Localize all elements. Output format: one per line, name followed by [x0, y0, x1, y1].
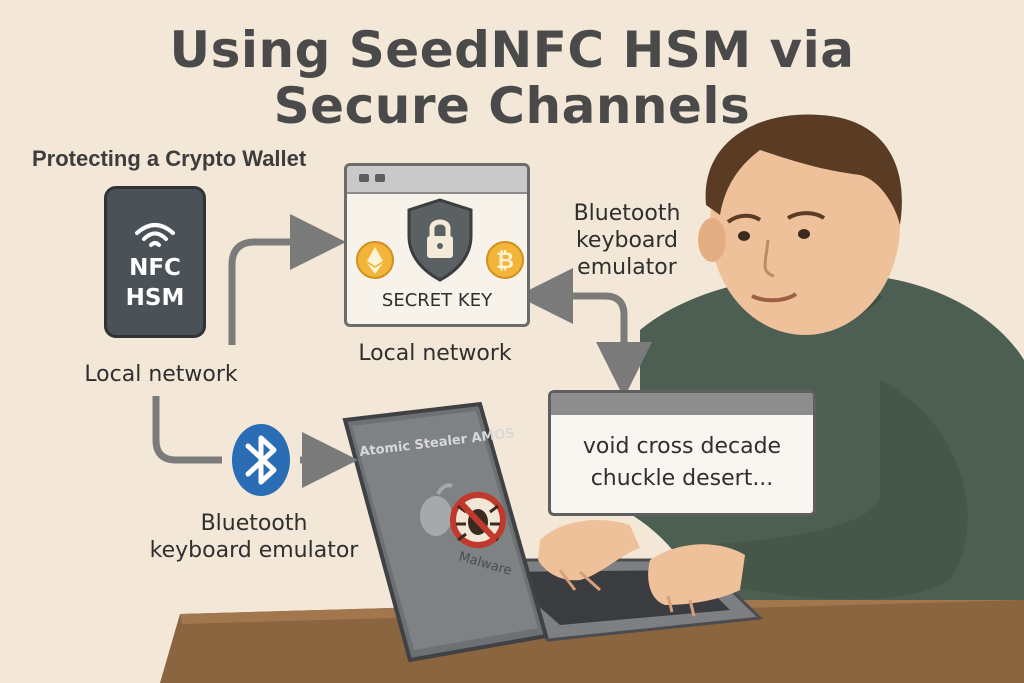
ethereum-icon — [356, 241, 394, 279]
bluetooth-label-bottom: Bluetooth keyboard emulator — [124, 510, 384, 564]
secret-key-label: SECRET KEY — [381, 290, 493, 311]
title-line-1: Using SeedNFC HSM via — [169, 21, 855, 79]
seed-line-1: void cross decade — [582, 434, 782, 459]
bt-right-line-3: emulator — [577, 255, 677, 280]
bt-bottom-line-2: keyboard emulator — [149, 538, 359, 563]
subtitle: Protecting a Crypto Wallet — [32, 146, 307, 171]
bluetooth-label-right: Bluetooth keyboard emulator — [560, 200, 694, 281]
arrow-hsm-to-bluetooth — [152, 396, 222, 464]
local-network-label-left: Local network — [84, 362, 238, 387]
person-hair — [705, 114, 902, 225]
hsm-label-2: HSM — [125, 285, 185, 311]
svg-text:₿: ₿ — [496, 249, 514, 274]
arrow-hsm-to-wallet — [228, 214, 346, 345]
shield-lock-icon — [407, 198, 473, 282]
bug-icon — [450, 492, 506, 548]
seed-line-2: chuckle desert... — [590, 466, 774, 491]
person-hand-left — [538, 520, 640, 581]
bt-bottom-line-1: Bluetooth — [200, 511, 308, 536]
arrow-wallet-to-popup — [552, 292, 652, 398]
nfc-hsm-card: NFC HSM — [104, 186, 206, 338]
bluetooth-icon — [232, 424, 290, 496]
window-titlebar — [347, 166, 527, 194]
popup-titlebar — [551, 393, 813, 415]
malware-label: Malware — [457, 549, 513, 578]
person-hand-right — [648, 544, 745, 605]
title-line-2: Secure Channels — [273, 77, 751, 135]
nfc-icon — [135, 223, 175, 247]
hsm-label-1: NFC — [129, 255, 181, 281]
wallet-window: ₿ SECRET KEY — [344, 163, 530, 327]
local-network-label-center: Local network — [358, 341, 512, 366]
bt-right-line-2: keyboard — [575, 228, 679, 253]
malware-title: Atomic Stealer AMOS — [359, 426, 516, 460]
seed-phrase-popup: void cross decade chuckle desert... — [548, 390, 816, 516]
apple-icon — [420, 483, 453, 536]
bitcoin-icon: ₿ — [486, 241, 524, 279]
page-title: Using SeedNFC HSM via Secure Channels — [0, 22, 1024, 134]
bt-right-line-1: Bluetooth — [573, 201, 681, 226]
